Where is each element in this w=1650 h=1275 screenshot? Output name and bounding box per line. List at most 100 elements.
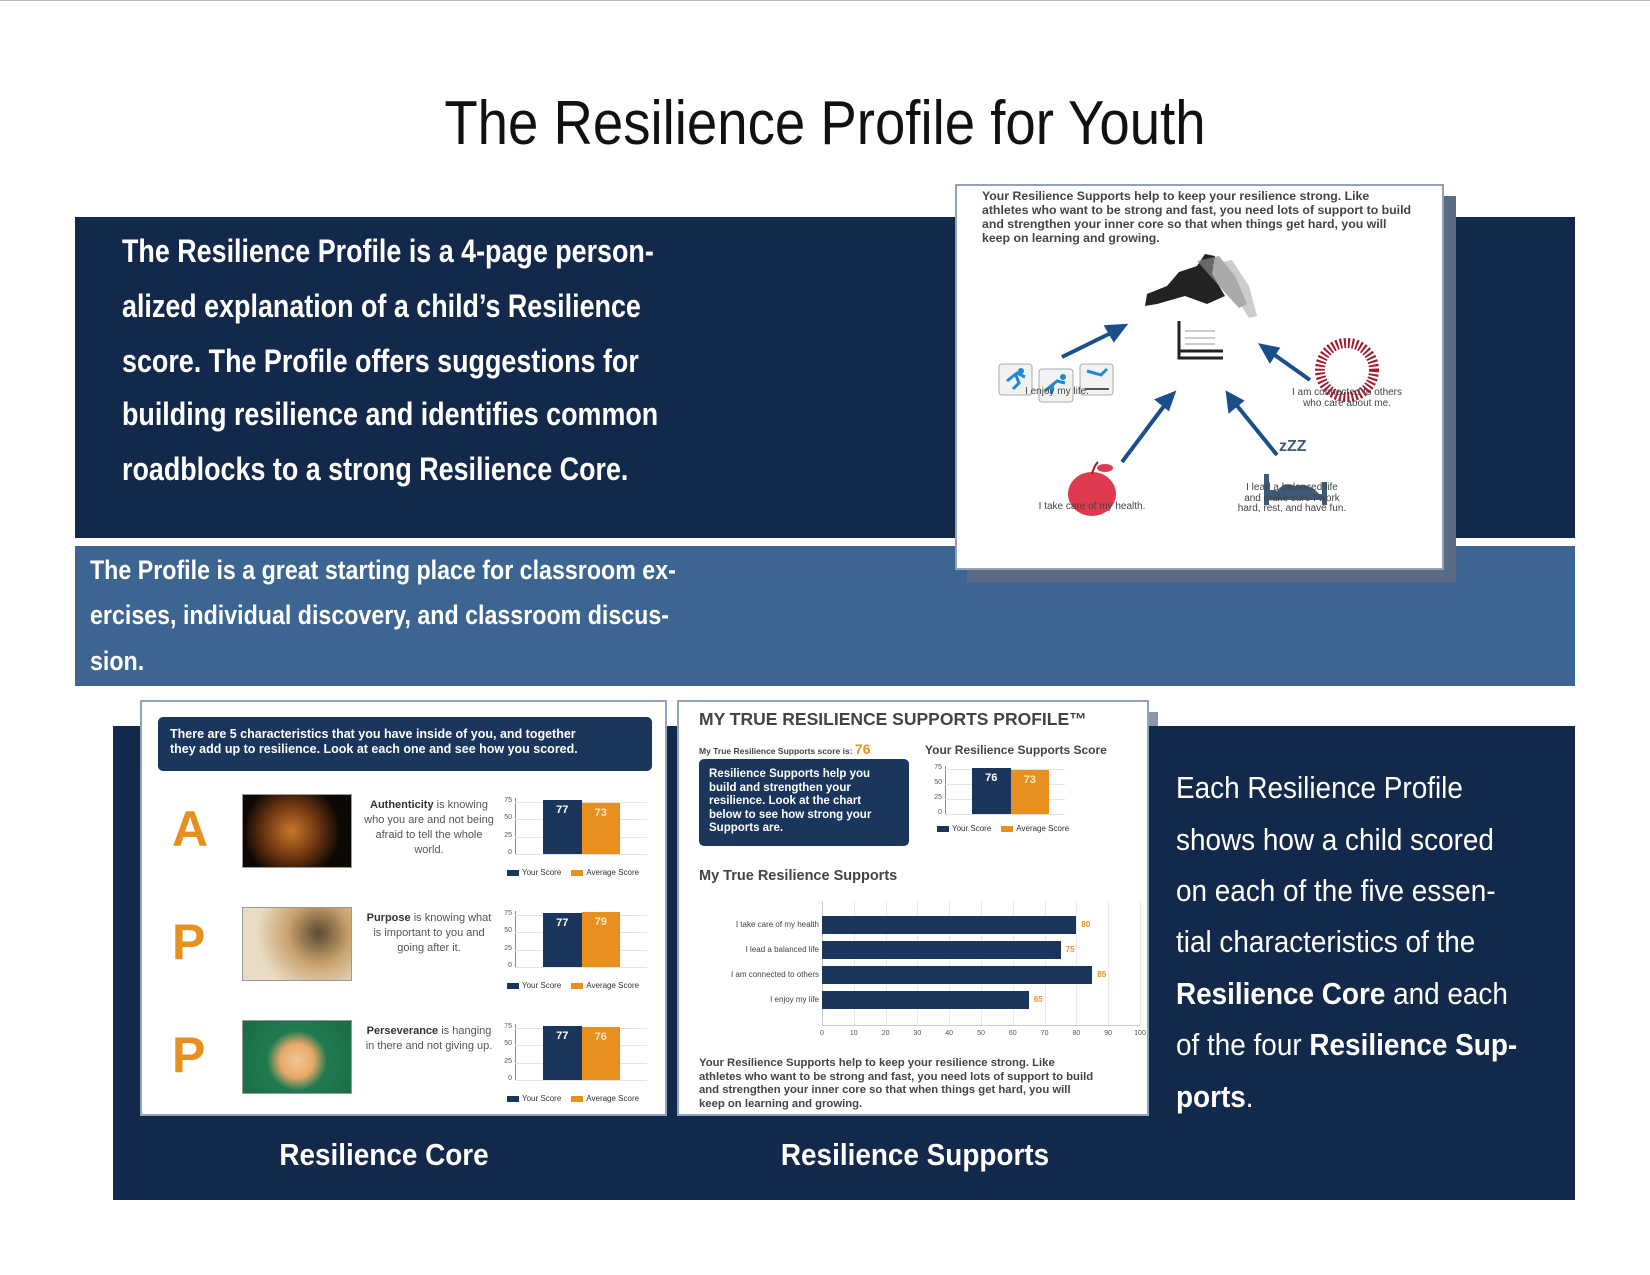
page-title: The Resilience Profile for Youth — [444, 89, 1206, 158]
bar-value-label: 73 — [594, 806, 607, 819]
legend-item: Your Score — [507, 1094, 561, 1103]
x-tick-label: 60 — [1008, 1030, 1017, 1037]
legend-label: Your Score — [522, 1094, 562, 1103]
characteristic-term: Perseverance — [366, 1025, 439, 1037]
characteristic-term: Authenticity — [370, 799, 434, 811]
y-tick-label: 0 — [508, 849, 512, 856]
x-tick-label: 90 — [1104, 1030, 1113, 1037]
y-tick-label: 50 — [504, 1040, 512, 1047]
bar-value-label: 75 — [1065, 945, 1075, 954]
enjoy-caption: I enjoy my life. — [1025, 386, 1089, 397]
zzz-icon: zZZ — [1279, 438, 1307, 455]
score-chart-title: Your Resilience Supports Score — [925, 743, 1107, 757]
text-segment: shows how a child scored — [1176, 822, 1494, 857]
support-bar — [822, 991, 1029, 1009]
text-segment: on each of the five essen- — [1176, 873, 1496, 908]
legend-swatch — [507, 982, 519, 989]
chart-legend: Your Score Average Score — [507, 1094, 639, 1103]
y-axis — [515, 798, 516, 854]
text-segment: Each Resilience Profile — [1176, 770, 1463, 805]
y-tick-label: 25 — [934, 794, 942, 801]
bar-value-label: 79 — [594, 915, 607, 928]
right-line: shows how a child scored — [1176, 824, 1494, 855]
x-tick-label: 20 — [881, 1030, 890, 1037]
core-header-box: There are 5 characteristics that you hav… — [158, 717, 652, 771]
legend-item: Your Score — [507, 868, 561, 877]
right-line: ports. — [1176, 1081, 1254, 1112]
graphic-text-line: athletes who want to be strong and fast,… — [982, 203, 1412, 217]
gridline — [885, 901, 887, 1025]
bold-term: ports — [1176, 1079, 1246, 1114]
bold-term: Resilience Sup- — [1309, 1027, 1518, 1062]
text-segment: tial characteristics of the — [1176, 924, 1476, 959]
y-tick-label: 75 — [934, 764, 942, 771]
x-tick-label: 70 — [1040, 1030, 1049, 1037]
bar-category-label: I take care of my health — [735, 920, 819, 929]
gridline — [917, 901, 919, 1025]
gridline — [515, 854, 647, 855]
bar-category-label: I enjoy my life — [770, 995, 819, 1004]
supports-chart-title: My True Resilience Supports — [699, 868, 898, 884]
legend-item: Average Score — [571, 1094, 639, 1103]
support-bar — [822, 916, 1077, 934]
graphic-text-line: Your Resilience Supports help to keep yo… — [982, 189, 1370, 203]
y-tick-label: 50 — [934, 779, 942, 786]
bold-term: Resilience Core — [1176, 976, 1386, 1011]
x-tick-label: 80 — [1072, 1030, 1081, 1037]
right-line: of the four Resilience Sup- — [1176, 1029, 1517, 1060]
community-ring-icon — [1315, 338, 1379, 402]
bar-value-label: 85 — [1097, 970, 1107, 979]
y-tick-label: 75 — [504, 909, 512, 917]
resilience-core-page: There are 5 characteristics that you hav… — [140, 700, 667, 1116]
bar-value-label: 77 — [556, 804, 569, 817]
legend-swatch — [571, 982, 584, 989]
right-line: Each Resilience Profile — [1176, 772, 1463, 803]
y-tick-label: 50 — [504, 814, 512, 821]
top-rule — [0, 0, 1650, 1]
intro-line: score. The Profile offers suggestions fo… — [122, 343, 639, 379]
supports-caption: Resilience Supports — [780, 1137, 1050, 1172]
gridline — [981, 901, 982, 1025]
bar-value-label: 80 — [1081, 920, 1091, 929]
bar-value-label: 76 — [594, 1030, 607, 1043]
bar-your-score: 77 — [543, 1026, 582, 1080]
hurdler-icon — [1145, 254, 1257, 360]
right-line: tial characteristics of the — [1176, 926, 1475, 957]
x-tick-label: 10 — [849, 1030, 858, 1037]
cat-photo — [242, 907, 352, 981]
band-line: The Profile is a great starting place fo… — [90, 555, 676, 585]
bed-icon — [1264, 474, 1327, 505]
panel-edge — [1148, 712, 1158, 726]
y-axis — [515, 911, 516, 967]
gridline — [949, 901, 951, 1025]
characteristic-description: Purpose is knowing what is important to … — [364, 911, 494, 956]
x-axis — [822, 1025, 1140, 1026]
x-tick-label: 30 — [913, 1030, 922, 1037]
health-caption: I take care of my health. — [1038, 501, 1146, 512]
bar-average-score: 73 — [581, 802, 620, 854]
intro-line: alized explanation of a child’s Resilien… — [122, 288, 641, 324]
supports-footer: Your Resilience Supports help to keep yo… — [699, 1057, 1094, 1110]
lion-photo — [242, 794, 352, 868]
sports-icons — [998, 363, 1114, 403]
x-tick-label: 40 — [945, 1030, 954, 1037]
bar-average-score: 79 — [581, 911, 620, 967]
x-tick-label: 100 — [1134, 1030, 1146, 1037]
bar-value-label: 77 — [556, 1030, 569, 1043]
y-tick-label: 75 — [504, 1022, 512, 1030]
legend-label: Average Score — [586, 981, 640, 990]
y-tick-label: 25 — [504, 831, 512, 839]
gridline — [945, 814, 1065, 815]
bar-your-score: 77 — [543, 800, 582, 854]
bar-category-label: I am connected to others — [730, 970, 819, 979]
support-bar — [822, 941, 1061, 959]
graphic-text-line: and strengthen your inner core so that w… — [982, 217, 1387, 231]
